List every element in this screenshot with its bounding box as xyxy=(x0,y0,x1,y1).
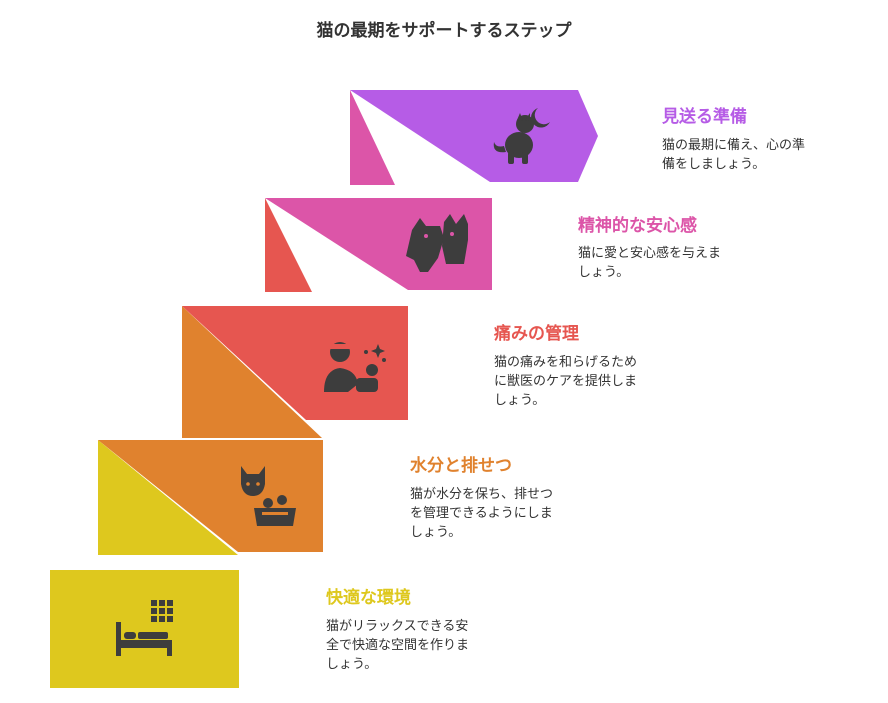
vet-with-cat-icon xyxy=(324,342,386,392)
step-1-block xyxy=(350,90,598,185)
step-5-line-2: 全で快適な空間を作りま xyxy=(326,638,470,653)
step-4-line-1: 猫が水分を保ち、排せつ xyxy=(410,487,554,502)
step-2-description: 猫に愛と安心感を与えま しょう。 xyxy=(578,244,721,282)
step-3-heading: 痛みの管理 xyxy=(494,324,579,344)
step-4-line-2: を管理できるようにしま xyxy=(410,506,553,521)
step-4-line-3: しょう。 xyxy=(410,525,462,540)
step-3-description: 猫の痛みを和らげるため に獣医のケアを提供しま しょう。 xyxy=(494,353,637,410)
step-1-front xyxy=(350,90,395,185)
step-4-front xyxy=(98,440,238,555)
step-2-block xyxy=(265,198,492,292)
step-5-heading: 快適な環境 xyxy=(326,588,411,608)
step-5-face xyxy=(50,570,239,688)
step-3-face xyxy=(182,306,408,420)
step-5-block xyxy=(50,570,239,688)
step-4-block xyxy=(98,440,323,555)
step-3-front xyxy=(182,306,322,438)
cat-and-litter-box-icon xyxy=(241,466,296,526)
step-1-heading: 見送る準備 xyxy=(662,107,747,127)
step-2-face xyxy=(265,198,492,290)
step-2-front xyxy=(265,198,312,292)
step-5-line-3: しょう。 xyxy=(326,657,378,672)
bed-and-window-icon xyxy=(116,600,173,656)
step-3-line-3: しょう。 xyxy=(494,393,546,408)
step-3-line-2: に獣医のケアを提供しま xyxy=(494,374,638,389)
cat-and-dog-icon xyxy=(406,214,468,272)
step-3-block xyxy=(182,306,408,438)
step-2-line-2: しょう。 xyxy=(578,265,630,280)
cat-and-moon-icon xyxy=(493,108,550,164)
step-1-description: 猫の最期に備え、心の準 備をしましょう。 xyxy=(662,136,805,174)
step-2-line-1: 猫に愛と安心感を与えま xyxy=(578,246,722,261)
step-5-description: 猫がリラックスできる安 全で快適な空間を作りま しょう。 xyxy=(326,617,469,674)
step-1-line-1: 猫の最期に備え、心の準 xyxy=(662,138,806,153)
step-5-line-1: 猫がリラックスできる安 xyxy=(326,619,469,634)
step-4-heading: 水分と排せつ xyxy=(410,456,512,476)
step-1-face xyxy=(350,90,598,182)
diagram-title: 猫の最期をサポートするステップ xyxy=(316,21,572,41)
step-3-line-1: 猫の痛みを和らげるため xyxy=(494,355,638,370)
step-2-heading: 精神的な安心感 xyxy=(578,216,697,236)
step-4-description: 猫が水分を保ち、排せつ を管理できるようにしま しょう。 xyxy=(410,485,553,542)
step-1-line-2: 備をしましょう。 xyxy=(662,157,766,172)
